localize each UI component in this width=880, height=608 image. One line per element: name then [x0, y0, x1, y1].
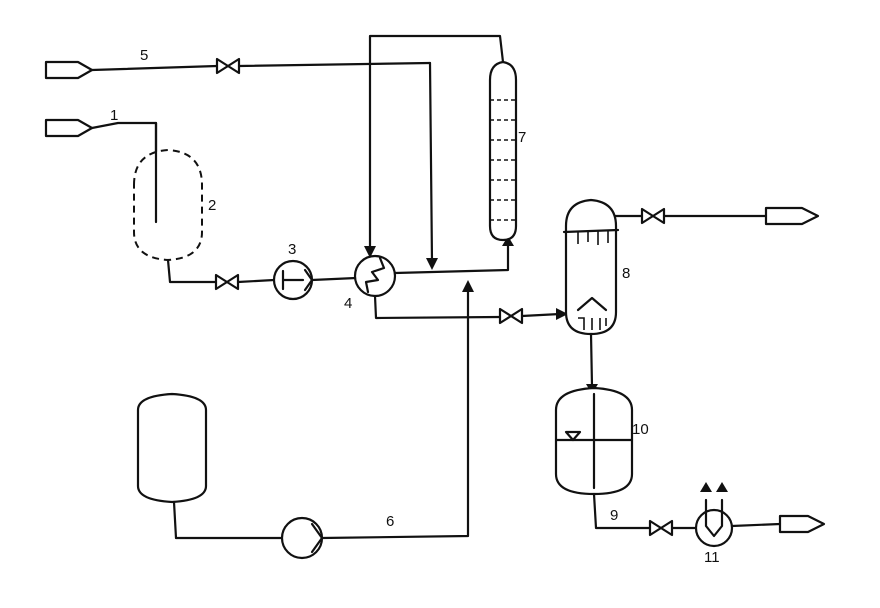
label-vessel-8: 8 — [622, 265, 630, 282]
outlet-arrow-product — [778, 514, 826, 534]
label-heat-exchanger-4: 4 — [344, 295, 352, 312]
valve-vessel-vent — [640, 207, 666, 225]
storage-tank — [136, 392, 208, 504]
stream-6-line — [320, 280, 474, 540]
pump-3 — [272, 259, 314, 301]
cooler-11 — [694, 482, 734, 548]
exchanger-to-column-line — [393, 236, 514, 275]
label-stream-1: 1 — [110, 107, 118, 124]
label-stream-6: 6 — [386, 513, 394, 530]
inlet-arrow-stream-1 — [44, 118, 94, 138]
inlet-arrow-stream-5 — [44, 60, 94, 80]
storage-tank-outlet-line — [172, 500, 178, 540]
label-stream-9: 9 — [610, 507, 618, 524]
exchanger-to-vessel-line — [373, 294, 568, 320]
tank-2 — [133, 121, 203, 262]
valve-vessel-inlet — [498, 307, 524, 325]
heat-exchanger-4 — [353, 254, 397, 298]
label-separator-10: 10 — [632, 421, 649, 438]
valve-stream-9 — [648, 519, 674, 537]
label-column-7: 7 — [518, 129, 526, 146]
column-7 — [488, 60, 518, 242]
stream-9-line — [592, 492, 698, 530]
tank-2-outlet-line — [166, 258, 276, 284]
valve-tank-outlet — [214, 273, 240, 291]
label-stream-5: 5 — [140, 47, 148, 64]
stream-5-line — [90, 61, 438, 270]
separator-10 — [554, 386, 634, 496]
label-cooler-11: 11 — [704, 549, 720, 566]
pump-stream-6 — [280, 516, 324, 560]
cooler-outlet-line — [730, 522, 782, 528]
vessel-8 — [562, 198, 620, 336]
pump-3-to-exchanger-line — [310, 276, 358, 282]
label-tank-2: 2 — [208, 197, 216, 214]
column-overhead-recycle-line — [364, 34, 505, 258]
valve-stream-5 — [215, 57, 241, 75]
label-pump-3: 3 — [288, 241, 296, 258]
vessel-to-separator-line — [586, 332, 598, 394]
outlet-arrow-vent — [764, 206, 820, 226]
